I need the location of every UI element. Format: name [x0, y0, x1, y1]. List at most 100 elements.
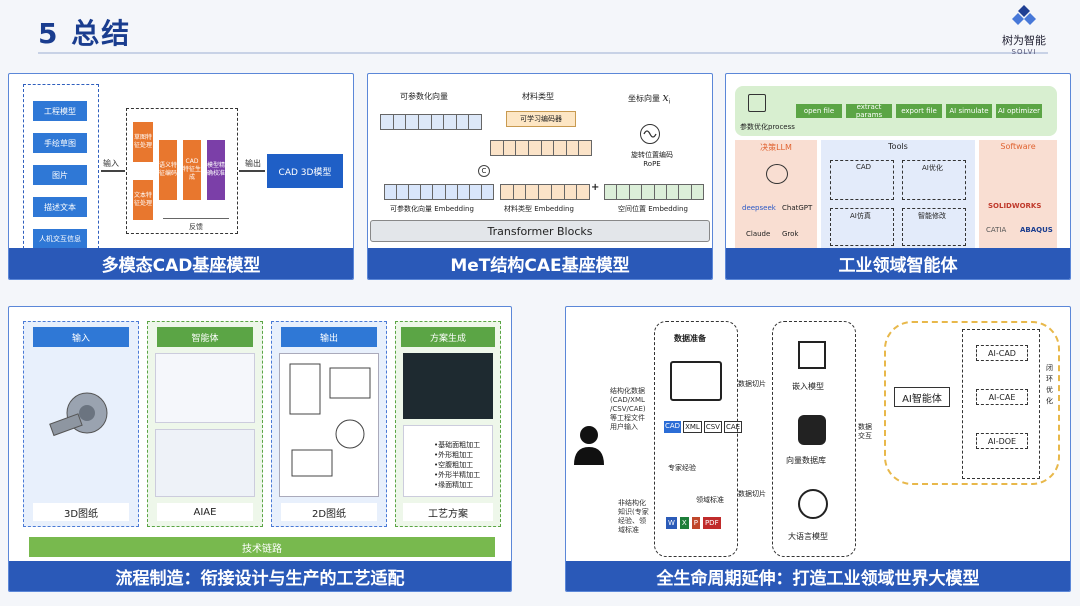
process-step: AI simulate — [946, 104, 992, 118]
input-item: 描述文本 — [33, 197, 87, 217]
col-plan-header: 方案生成 — [401, 327, 495, 347]
param-vector-cells — [380, 114, 482, 130]
tool-ai-opt-label: AI优化 — [922, 164, 943, 172]
unstructured-source: 非结构化知识(专家经验、领域标准 — [618, 499, 649, 534]
sw-solidworks: SOLIDWORKS — [988, 202, 1042, 210]
tool-cad — [830, 160, 894, 200]
llm-chatgpt: ChatGPT — [782, 204, 813, 212]
feedback-label: 反馈 — [189, 223, 203, 231]
input-arrow — [101, 170, 125, 172]
tool-ai-sim-label: AI仿真 — [850, 212, 871, 220]
part-3d-image — [49, 387, 119, 447]
panel-footer: 流程制造：衔接设计与生产的工艺适配 — [9, 561, 511, 591]
material-vector-cells — [490, 140, 592, 156]
input-item: 人机交互信息 — [33, 229, 87, 249]
tools-section — [821, 140, 975, 248]
panel-process-manufacturing: 输入 3D图纸 智能体 AIAE 输出 2D图纸 方案生成 •基础面粗加工 •外… — [8, 306, 512, 592]
process-step: open file — [796, 104, 842, 118]
software-section — [979, 140, 1057, 248]
slice-label-1: 数据切片 — [738, 380, 766, 388]
text-encoder: 文本特征处理 — [133, 180, 153, 220]
panel-industrial-agent: 参数优化process open file extract params exp… — [725, 73, 1071, 280]
embedding-cells-1 — [384, 184, 494, 200]
plan-step: •基础面粗加工 — [434, 441, 481, 449]
process-label: 参数优化process — [740, 123, 795, 131]
output-arrow — [239, 170, 265, 172]
model-calibration: 模型精确校准 — [207, 140, 225, 200]
vector-db-label: 向量数据库 — [786, 456, 826, 465]
logo-subtext: SOLVI — [1011, 48, 1037, 56]
col-agent-header: 智能体 — [157, 327, 253, 347]
loop-label: 闭环优化 — [1046, 364, 1053, 405]
col-output-header: 输出 — [281, 327, 377, 347]
plus-symbol: + — [591, 182, 600, 193]
llm-grok: Grok — [782, 230, 799, 238]
col-input-header: 输入 — [33, 327, 129, 347]
embedding-label-2: 材料类型 Embedding — [504, 205, 574, 213]
input-item: 手绘草图 — [33, 133, 87, 153]
coord-vector-label: 坐标向量 xi — [628, 91, 671, 106]
ai-cae: AI-CAE — [976, 389, 1028, 405]
tool-ai-sim — [830, 208, 894, 246]
sw-catia: CATIA — [986, 226, 1007, 234]
tool-smart-edit — [902, 208, 966, 246]
ai-cad: AI-CAD — [976, 345, 1028, 361]
exchange-label: 数据交互 — [858, 423, 872, 440]
llm-label: 大语言模型 — [788, 532, 828, 541]
llm-deepseek: deepseek — [742, 204, 776, 212]
llm-label: 决策LLM — [760, 143, 792, 152]
col-input-caption: 3D图纸 — [33, 503, 129, 521]
brand-logo: 树为智能 SOLVI — [994, 4, 1054, 56]
model-core-group — [126, 108, 238, 234]
brain-icon — [766, 164, 788, 184]
tool-cad-label: CAD — [856, 163, 872, 171]
embed-model-label: 嵌入模型 — [792, 382, 824, 391]
param-vector-label: 可参数化向量 — [400, 92, 448, 101]
ai-doe: AI-DOE — [976, 433, 1028, 449]
output-arrow-label: 输出 — [245, 159, 261, 168]
semantic-encoding: 语义特征编码 — [159, 140, 177, 200]
material-type-label: 材料类型 — [522, 92, 554, 101]
tech-chain-bar: 技术链路 — [29, 537, 495, 557]
panel-footer: 全生命周期延伸：打造工业领域世界大模型 — [566, 561, 1070, 591]
transformer-blocks: Transformer Blocks — [370, 220, 710, 242]
ai-agent-box: AI智能体 — [894, 387, 950, 407]
panel-cad-model: 工程模型 手绘草图 图片 描述文本 人机交互信息 输入 草图特征处理 文本特征处… — [8, 73, 354, 280]
plan-step: •缘面精加工 — [434, 481, 474, 489]
learnable-encoder: 可学习编码器 — [506, 111, 576, 127]
logo-text: 树为智能 — [1002, 34, 1046, 47]
llm-head-icon — [798, 489, 828, 519]
user-icon — [572, 423, 606, 465]
sw-abaqus: ABAQUS — [1020, 226, 1053, 234]
tool-ai-opt — [902, 160, 966, 200]
monitor-icon — [748, 94, 766, 112]
rope-icon — [640, 124, 660, 144]
cad-feature-gen: CAD特征生成 — [183, 140, 201, 200]
col-output-caption: 2D图纸 — [281, 503, 377, 521]
expert-label: 专家经验 — [668, 464, 696, 472]
tools-label: Tools — [888, 142, 908, 151]
input-item: 图片 — [33, 165, 87, 185]
data-prep-label: 数据准备 — [674, 334, 706, 343]
feedback-line — [163, 218, 229, 219]
structured-source: 结构化数据(CAD/XML/CSV/CAE)等工程文件用户输入 — [610, 387, 646, 431]
plan-step: •空腹粗加工 — [434, 461, 474, 469]
domain-std-label: 领域标准 — [696, 496, 724, 504]
model-group — [772, 321, 856, 557]
llm-section — [735, 140, 817, 248]
plan-steps: •基础面粗加工 •外形粗加工 •空腹粗加工 •外形半精加工 •缘面精加工 — [403, 425, 493, 497]
database-icon — [798, 415, 826, 445]
cad-3d-output: CAD 3D模型 — [267, 154, 343, 188]
panel-footer: 多模态CAD基座模型 — [9, 248, 353, 279]
embedding-label-3: 空间位置 Embedding — [618, 205, 688, 213]
agent-group — [884, 321, 1060, 485]
process-step: export file — [896, 104, 942, 118]
page-title: 5 总结 — [38, 17, 132, 50]
panel-footer: 工业领域智能体 — [726, 248, 1070, 279]
drawing-2d-image — [279, 353, 379, 497]
embedding-cells-3 — [604, 184, 704, 200]
sketch-encoder: 草图特征处理 — [133, 122, 153, 162]
